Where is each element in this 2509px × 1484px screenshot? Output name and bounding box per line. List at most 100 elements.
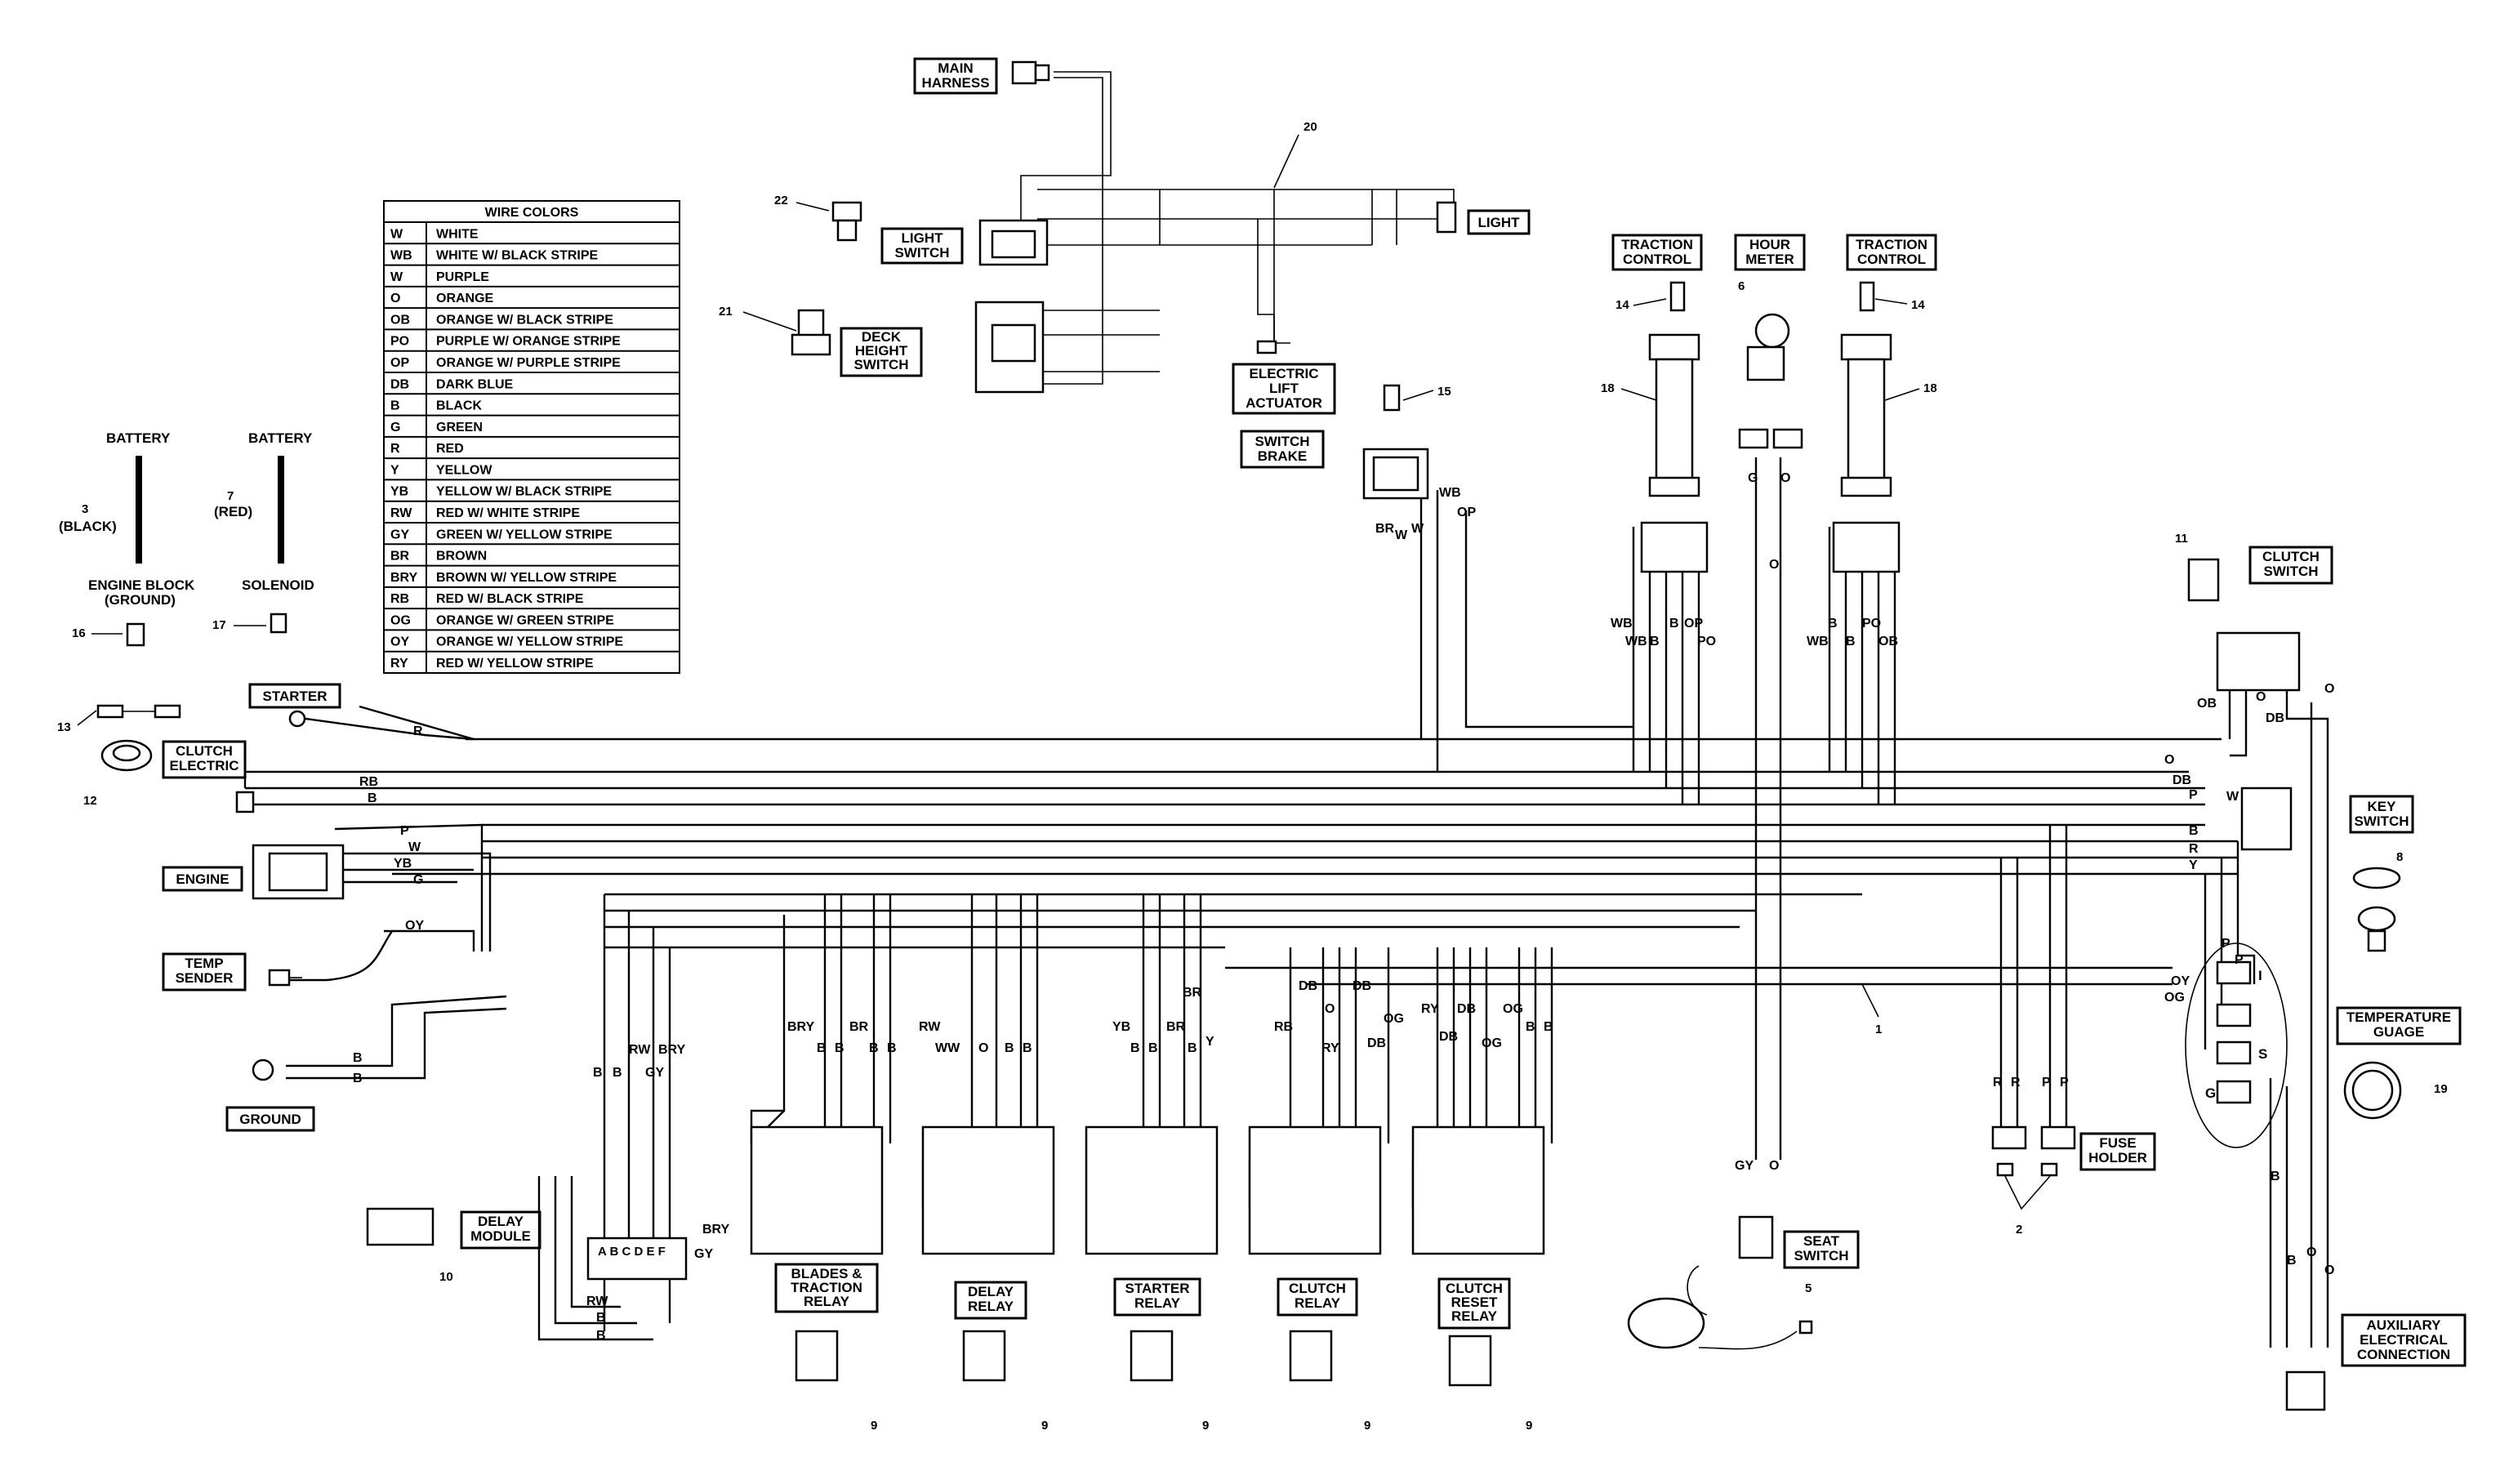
wire-color-desc: PURPLE W/ ORANGE STRIPE (436, 335, 621, 349)
svg-text:CLUTCH: CLUTCH (1446, 1281, 1503, 1296)
svg-text:20: 20 (1304, 120, 1317, 134)
wire-color-code: BRY (390, 571, 418, 585)
wire-color-code: Y (390, 463, 399, 477)
svg-text:P: P (2222, 937, 2230, 951)
temp-sender-part (268, 969, 302, 987)
svg-text:SENDER: SENDER (176, 970, 234, 986)
svg-text:BR: BR (1166, 1020, 1186, 1034)
auxiliary-part (2285, 1370, 2326, 1411)
svg-text:B: B (835, 1041, 845, 1055)
wire-color-desc: YELLOW (436, 463, 492, 477)
svg-text:B: B (1650, 635, 1660, 648)
svg-text:10: 10 (439, 1270, 453, 1284)
svg-text:19: 19 (2434, 1082, 2448, 1096)
svg-text:S: S (2258, 1046, 2267, 1062)
callout-20: 20 (1304, 120, 1317, 134)
svg-text:18: 18 (1923, 381, 1937, 395)
wire-color-code: B (390, 399, 400, 413)
auxiliary-label: AUXILIARY ELECTRICAL CONNECTION (2341, 1313, 2467, 1367)
svg-text:TRACTION: TRACTION (791, 1280, 862, 1295)
svg-text:I: I (2258, 968, 2262, 983)
main-harness-label: MAIN HARNESS (913, 57, 998, 95)
svg-text:O: O (1325, 1002, 1335, 1016)
wire-color-desc: BLACK (436, 399, 482, 413)
svg-text:RELAY: RELAY (968, 1299, 1014, 1314)
wire-color-code: PO (390, 335, 409, 349)
ground-terminal (252, 1058, 274, 1081)
svg-text:B: B (1023, 1041, 1032, 1055)
svg-text:B: B (2287, 1254, 2297, 1268)
wire-color-desc: WHITE (436, 227, 479, 241)
main-harness-connector (1011, 60, 1050, 85)
wire-color-code: BR (390, 550, 410, 564)
svg-text:DB: DB (1439, 1030, 1458, 1044)
callout-1: 1 (1861, 983, 1882, 1036)
svg-text:B: B (1130, 1041, 1140, 1055)
delay-module-part: 10 (366, 1207, 453, 1284)
svg-text:W: W (2226, 790, 2239, 804)
svg-text:DELAY: DELAY (968, 1284, 1014, 1299)
svg-text:DB: DB (1299, 979, 1317, 993)
wire-color-code: YB (390, 485, 408, 499)
svg-text:OG: OG (2164, 991, 2185, 1005)
svg-text:14: 14 (1615, 298, 1629, 312)
svg-text:P: P (400, 824, 409, 838)
svg-text:RESET: RESET (1451, 1295, 1498, 1310)
svg-text:B: B (869, 1041, 879, 1055)
svg-text:18: 18 (1601, 381, 1615, 395)
wire-color-desc: ORANGE W/ GREEN STRIPE (436, 613, 614, 627)
svg-text:1: 1 (1875, 1023, 1882, 1036)
svg-text:B: B (1526, 1020, 1535, 1034)
svg-text:B: B (1148, 1041, 1158, 1055)
svg-text:5: 5 (1805, 1281, 1812, 1295)
svg-text:RB: RB (1274, 1020, 1293, 1034)
svg-text:RELAY: RELAY (1451, 1308, 1498, 1324)
temperature-guage-label: TEMPERATURE GUAGE (2336, 1006, 2462, 1045)
svg-text:YB: YB (394, 857, 412, 871)
light-switch-label: LIGHT SWITCH (880, 227, 964, 265)
svg-text:DB: DB (1367, 1036, 1386, 1050)
svg-text:BATTERY: BATTERY (248, 430, 313, 446)
temp-sender-label: TEMP SENDER (162, 952, 247, 992)
svg-text:SWITCH: SWITCH (853, 357, 908, 372)
svg-text:9: 9 (1364, 1419, 1370, 1433)
svg-text:(RED): (RED) (214, 504, 252, 519)
svg-text:G: G (413, 873, 423, 887)
svg-text:15: 15 (1437, 385, 1451, 399)
wire-color-code: OP (390, 356, 409, 370)
svg-text:OB: OB (1878, 635, 1898, 648)
svg-text:12: 12 (83, 794, 97, 808)
svg-text:P: P (2060, 1076, 2069, 1090)
wire-color-desc: RED W/ WHITE STRIPE (436, 506, 580, 520)
engine-label: ENGINE (162, 866, 243, 892)
svg-text:R: R (413, 724, 423, 738)
wire-color-code: RW (390, 506, 412, 520)
starter-terminal (288, 710, 475, 741)
svg-text:OP: OP (1684, 617, 1703, 631)
traction-control-left-part: 14 18 (1601, 281, 1700, 497)
svg-text:SWITCH: SWITCH (2263, 564, 2318, 579)
svg-text:ACTUATOR: ACTUATOR (1246, 395, 1322, 411)
battery-black-cable: BATTERY 3 (BLACK) ENGINE BLOCK (GROUND) … (59, 430, 195, 647)
svg-text:G: G (1748, 471, 1758, 485)
svg-text:DB: DB (1457, 1002, 1476, 1016)
svg-text:RW: RW (586, 1295, 608, 1308)
traction-control-right-label: TRACTION CONTROL (1846, 234, 1937, 271)
svg-text:B: B (353, 1051, 363, 1065)
svg-text:O: O (2256, 690, 2266, 704)
svg-text:RELAY: RELAY (1134, 1295, 1181, 1311)
svg-text:B: B (368, 791, 377, 805)
svg-text:14: 14 (1911, 298, 1925, 312)
clutch-switch-part: 11 (2175, 532, 2220, 602)
svg-text:B: B (1005, 1041, 1014, 1055)
svg-text:O: O (1780, 471, 1790, 485)
relay-blades: BLADES & TRACTION RELAY 9 (750, 1125, 884, 1433)
svg-text:MAIN: MAIN (938, 60, 973, 76)
wire-color-code: OB (390, 313, 410, 327)
svg-text:9: 9 (871, 1419, 877, 1433)
svg-text:O: O (2324, 1263, 2334, 1277)
wire-color-code: GY (390, 528, 409, 541)
harness-bus (243, 705, 2238, 1331)
